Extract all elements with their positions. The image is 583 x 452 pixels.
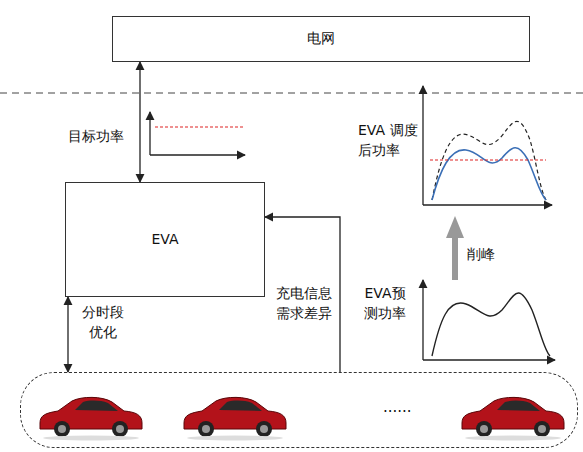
edge-label: 分时段 优化: [80, 302, 126, 343]
chart-label: EVA 调度 后功率: [358, 120, 420, 161]
grid-box: 电网: [112, 16, 530, 62]
car: [184, 397, 286, 440]
edge-label: 目标功率: [68, 126, 124, 146]
divider-line: [0, 93, 583, 94]
connector-arrow: [139, 62, 140, 182]
target-inset: [150, 112, 245, 155]
action-label: 削峰: [467, 244, 495, 264]
car: [462, 397, 564, 440]
node-text: ......: [383, 397, 412, 418]
node-text: 电网: [307, 29, 335, 49]
car: [40, 397, 142, 440]
chart-label: EVA预 测功率: [360, 283, 410, 324]
edge-label: 充电信息 需求差异: [272, 283, 336, 324]
node-text: EVA: [151, 230, 178, 250]
vehicle-band: ......: [20, 372, 578, 448]
connector-arrow: [67, 297, 68, 372]
peak-arrow: [446, 216, 464, 280]
predicted-chart: [423, 280, 555, 360]
scheduled-chart: [423, 86, 552, 205]
connector-arrow: [265, 217, 340, 372]
aggregator-box: EVA: [65, 182, 265, 297]
